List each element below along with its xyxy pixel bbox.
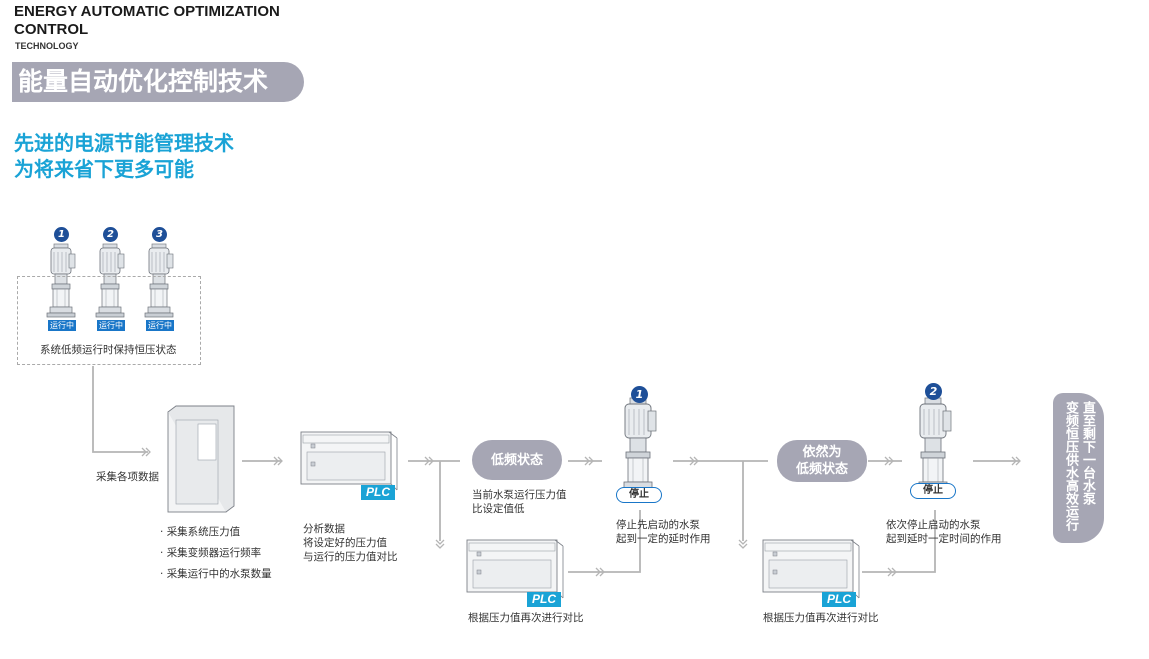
stop-pump-2-number: 2 xyxy=(925,383,942,400)
collect-label: 采集各项数据 xyxy=(96,471,159,483)
connector-lines xyxy=(92,366,1020,573)
slogan: 先进的电源节能管理技术 为将来省下更多可能 xyxy=(14,130,234,182)
stop1-text: 停止先启动的水泵 起到一定的延时作用 xyxy=(616,518,711,546)
plc-analyze-illustration xyxy=(300,431,398,491)
state1-line-2: 比设定值低 xyxy=(472,503,525,515)
plc-compare-2-tag: PLC xyxy=(822,592,856,607)
pump-stop-2-illustration xyxy=(918,397,952,491)
plc-analyze-tag: PLC xyxy=(361,485,395,500)
final-result-pill: 直至剩下一台水泵 变频恒压供水高效运行 xyxy=(1053,393,1104,543)
analyze-text: 分析数据 将设定好的压力值 与运行的压力值对比 xyxy=(303,522,398,564)
chinese-title: 能量自动优化控制技术 xyxy=(12,62,304,102)
stop1-line-1: 停止先启动的水泵 xyxy=(616,519,700,531)
state1-text: 当前水泵运行压力值 比设定值低 xyxy=(472,488,567,516)
slogan-line-1: 先进的电源节能管理技术 xyxy=(14,131,234,155)
state1-line-1: 当前水泵运行压力值 xyxy=(472,489,567,501)
plc-compare-1-tag: PLC xyxy=(527,592,561,607)
analyze-line-2: 将设定好的压力值 xyxy=(303,537,387,549)
pump-stop-1-illustration xyxy=(623,397,657,491)
pump-group-caption: 系统低频运行时保持恒压状态 xyxy=(40,344,177,356)
stop2-line-2: 起到延时一定时间的作用 xyxy=(886,533,1002,545)
collect-bullets: · 采集系统压力值 · 采集变频器运行频率 · 采集运行中的水泵数量 xyxy=(160,522,272,585)
pump-1-status-badge: 运行中 xyxy=(48,320,76,331)
low-frequency-state-pill: 低频状态 xyxy=(472,440,562,480)
plc-compare-2-illustration xyxy=(762,539,860,599)
final-col-1: 直至剩下一台水泵 xyxy=(1080,401,1095,505)
stop-pump-1-number: 1 xyxy=(631,386,648,403)
analyze-line-1: 分析数据 xyxy=(303,523,345,535)
state2-pill-line-2: 低频状态 xyxy=(795,462,848,477)
stop-1-badge: 停止 xyxy=(616,487,662,503)
english-subtitle: TECHNOLOGY xyxy=(15,41,79,51)
pump-2-number: 2 xyxy=(103,227,118,242)
english-title: ENERGY AUTOMATIC OPTIMIZATION CONTROL xyxy=(14,3,280,38)
still-low-frequency-pill: 依然为 低频状态 xyxy=(777,440,867,482)
compare-2-caption: 根据压力值再次进行对比 xyxy=(763,612,879,624)
analyze-line-3: 与运行的压力值对比 xyxy=(303,551,398,563)
pump-3-number: 3 xyxy=(152,227,167,242)
state2-pill-line-1: 依然为 xyxy=(802,445,842,460)
stop2-line-1: 依次停止启动的水泵 xyxy=(886,519,981,531)
pump-group-box xyxy=(17,276,201,365)
collect-bullet-2: · 采集变频器运行频率 xyxy=(160,547,262,559)
collect-bullet-1: · 采集系统压力值 xyxy=(160,526,241,538)
control-cabinet-illustration xyxy=(167,405,235,513)
pump-1-number: 1 xyxy=(54,227,69,242)
pump-2-status-badge: 运行中 xyxy=(97,320,125,331)
plc-compare-1-illustration xyxy=(466,539,564,599)
final-col-2: 变频恒压供水高效运行 xyxy=(1063,401,1078,531)
stop2-text: 依次停止启动的水泵 起到延时一定时间的作用 xyxy=(886,518,1002,546)
stop1-line-2: 起到一定的延时作用 xyxy=(616,533,711,545)
collect-bullet-3: · 采集运行中的水泵数量 xyxy=(160,568,272,580)
slogan-line-2: 为将来省下更多可能 xyxy=(14,157,194,181)
stop-2-badge: 停止 xyxy=(910,483,956,499)
pump-3-status-badge: 运行中 xyxy=(146,320,174,331)
compare-1-caption: 根据压力值再次进行对比 xyxy=(468,612,584,624)
